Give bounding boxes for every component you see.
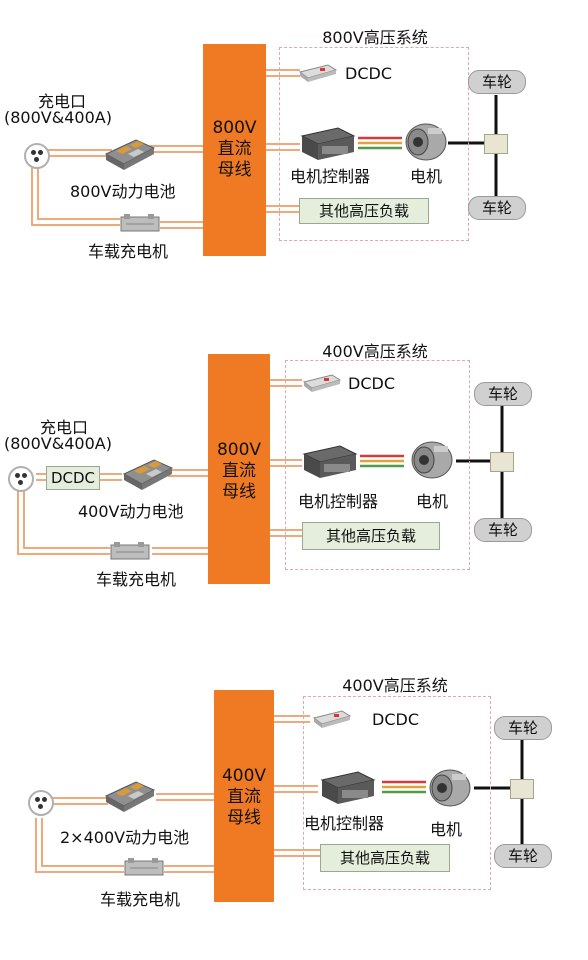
dc-bus: 800V 直流 母线 xyxy=(208,354,270,584)
motor-label: 电机 xyxy=(430,820,463,839)
battery-label: 800V动力电池 xyxy=(70,182,176,201)
battery-pack-icon xyxy=(104,139,156,170)
other-hv-load-label: 其他高压负载 xyxy=(318,202,409,220)
wheel-top: 车轮 xyxy=(468,70,526,94)
motor-icon xyxy=(411,441,453,479)
motor-icon xyxy=(405,123,447,161)
charger-label: 车载充电机 xyxy=(88,242,169,261)
other-hv-load-box: 其他高压负载 xyxy=(320,844,450,872)
charging-port-icon xyxy=(8,466,34,492)
dc-bus-line2: 直流 xyxy=(222,461,256,481)
battery-label: 400V动力电池 xyxy=(78,502,184,521)
dc-bus-line3: 母线 xyxy=(217,160,252,180)
controller-label: 电机控制器 xyxy=(304,814,385,833)
motor-icon xyxy=(429,769,471,807)
dc-bus-line2: 直流 xyxy=(227,787,261,807)
dcdc-label: DCDC xyxy=(348,374,395,393)
charger-label: 车载充电机 xyxy=(96,570,177,589)
controller-label: 电机控制器 xyxy=(290,167,371,186)
wheel-top: 车轮 xyxy=(474,382,532,406)
motor-label: 电机 xyxy=(410,167,443,186)
hv-system-title: 800V高压系统 xyxy=(322,28,428,47)
dc-bus-voltage: 400V xyxy=(221,766,267,786)
charger-label: 车载充电机 xyxy=(100,890,181,909)
architecture-panel-1: 800V高压系统 800V 直流 母线 充电口 (800V&400A) 800V… xyxy=(0,0,588,300)
other-hv-load-label: 其他高压负载 xyxy=(325,527,416,545)
hv-system-boundary xyxy=(303,696,491,890)
onboard-charger-icon xyxy=(124,858,164,876)
wheel-top: 车轮 xyxy=(494,716,552,740)
battery-pack-icon xyxy=(104,781,156,812)
inline-dcdc-label: DCDC xyxy=(50,469,96,487)
wheel-bottom: 车轮 xyxy=(468,196,526,220)
dc-bus-line3: 母线 xyxy=(222,482,256,502)
hv-system-boundary xyxy=(279,47,469,241)
dcdc-label: DCDC xyxy=(345,64,392,83)
differential-icon xyxy=(490,452,514,472)
controller-label: 电机控制器 xyxy=(298,492,379,511)
battery-pack-icon xyxy=(122,459,174,490)
architecture-panel-3: 400V高压系统 400V 直流 母线 2×400V动力电池 车载充电机 DCD… xyxy=(0,660,588,960)
dcdc-converter-icon xyxy=(298,64,338,82)
dcdc-converter-icon xyxy=(302,374,342,392)
dc-bus: 400V 直流 母线 xyxy=(214,690,274,902)
motor-controller-icon xyxy=(320,771,376,804)
motor-controller-icon xyxy=(302,445,358,478)
other-hv-load-box: 其他高压负载 xyxy=(299,198,429,224)
motor-controller-icon xyxy=(300,127,356,160)
differential-icon xyxy=(510,779,534,799)
battery-label: 2×400V动力电池 xyxy=(60,828,190,847)
other-hv-load-box: 其他高压负载 xyxy=(302,522,440,550)
differential-icon xyxy=(484,134,508,154)
dcdc-label: DCDC xyxy=(372,710,419,729)
other-hv-load-label: 其他高压负载 xyxy=(339,849,430,867)
charging-port-rating: (800V&400A) xyxy=(4,434,112,453)
charging-port-label: 充电口 xyxy=(38,92,87,111)
wheel-bottom: 车轮 xyxy=(474,518,532,542)
charging-port-rating: (800V&400A) xyxy=(4,108,112,127)
wiring xyxy=(35,715,524,873)
dc-bus: 800V 直流 母线 xyxy=(203,44,266,256)
dc-bus-voltage: 800V xyxy=(212,118,257,138)
onboard-charger-icon xyxy=(120,214,160,232)
motor-label: 电机 xyxy=(416,492,449,511)
wheel-bottom: 车轮 xyxy=(494,844,552,868)
charging-port-icon xyxy=(28,790,54,816)
charging-port-label: 充电口 xyxy=(40,418,89,437)
dc-bus-line3: 母线 xyxy=(227,808,261,828)
dcdc-converter-icon xyxy=(312,710,352,728)
architecture-panel-2: 400V高压系统 800V 直流 母线 充电口 (800V&400A) DCDC… xyxy=(0,330,588,630)
onboard-charger-icon xyxy=(110,542,150,560)
dc-bus-voltage: 800V xyxy=(216,440,262,460)
inline-dcdc-box: DCDC xyxy=(46,466,100,490)
wiring xyxy=(31,69,498,229)
hv-system-title: 400V高压系统 xyxy=(322,342,428,361)
charging-port-icon xyxy=(24,143,50,169)
dc-bus-line2: 直流 xyxy=(217,139,252,159)
hv-system-title: 400V高压系统 xyxy=(342,676,448,695)
hv-system-boundary xyxy=(285,360,470,570)
